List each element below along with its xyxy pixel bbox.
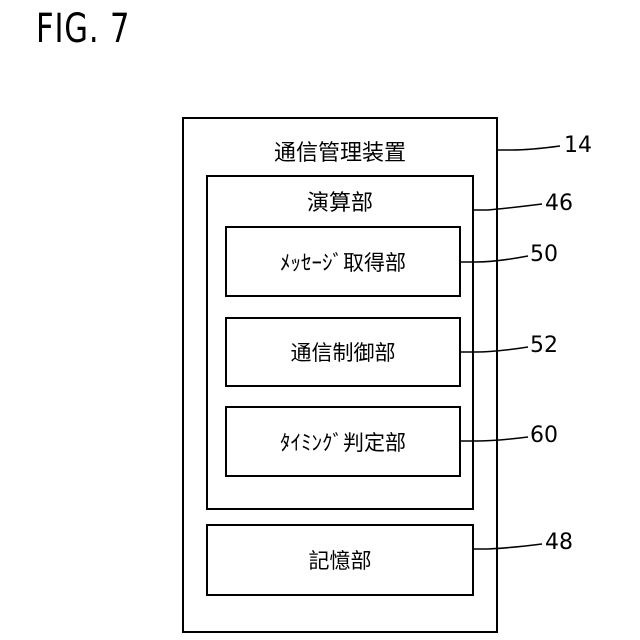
ref-numeral-52: 52 <box>530 333 558 358</box>
communication-management-device-label: 通信管理装置 <box>184 135 496 167</box>
ref-numeral-48: 48 <box>545 530 573 555</box>
message-acquisition-unit-label: ﾒｯｾｰｼﾞ取得部 <box>227 247 459 277</box>
storage-unit-box: 記憶部 <box>206 524 474 596</box>
figure-title: FIG. 7 <box>36 6 130 52</box>
communication-control-unit-label: 通信制御部 <box>227 337 459 367</box>
leader-line-14 <box>498 146 560 150</box>
ref-numeral-46: 46 <box>545 191 573 216</box>
timing-judgment-unit-box: ﾀｲﾐﾝｸﾞ判定部 <box>225 406 461 477</box>
compute-unit-label: 演算部 <box>208 185 472 217</box>
communication-control-unit-box: 通信制御部 <box>225 317 461 387</box>
ref-numeral-50: 50 <box>530 242 558 267</box>
ref-numeral-60: 60 <box>530 423 558 448</box>
storage-unit-label: 記憶部 <box>208 545 472 575</box>
message-acquisition-unit-box: ﾒｯｾｰｼﾞ取得部 <box>225 226 461 297</box>
ref-numeral-14: 14 <box>564 133 592 158</box>
timing-judgment-unit-label: ﾀｲﾐﾝｸﾞ判定部 <box>227 427 459 457</box>
